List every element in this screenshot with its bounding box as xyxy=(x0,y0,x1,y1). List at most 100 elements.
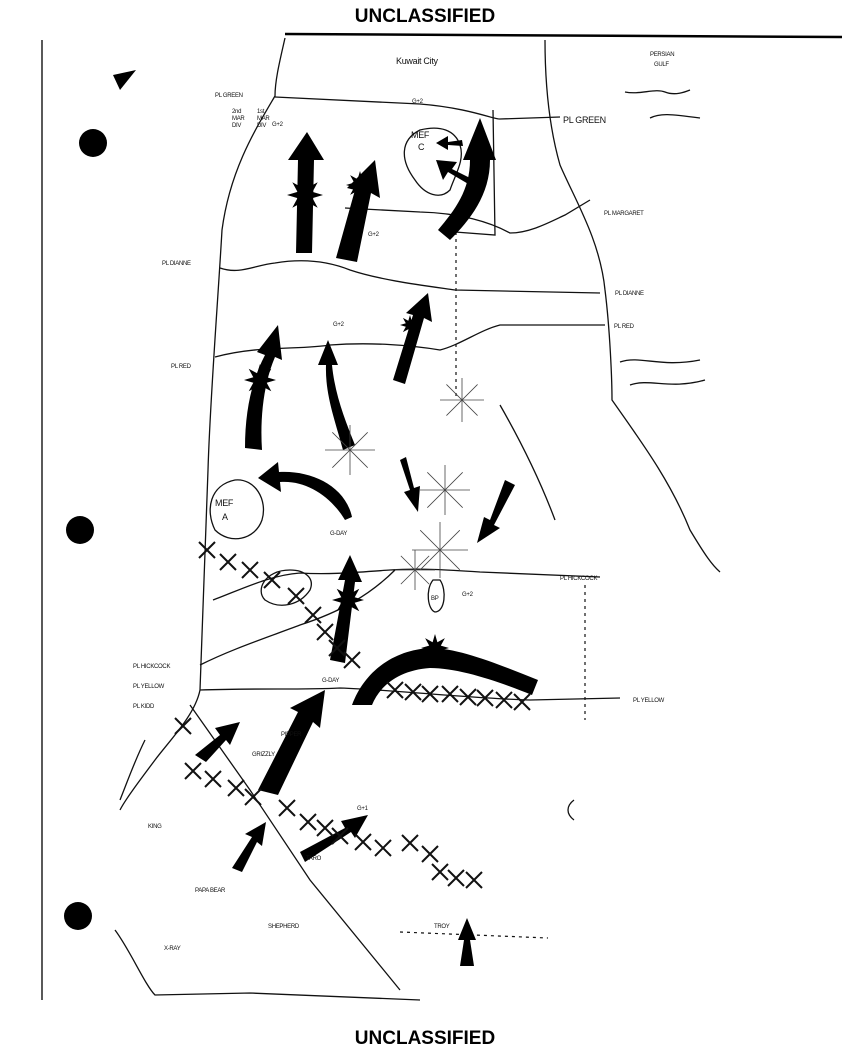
bracket-mark xyxy=(567,799,575,821)
scan-artifact xyxy=(113,70,136,90)
timing-g2: G+2 xyxy=(462,592,474,598)
obstacle-x-icon xyxy=(316,819,334,837)
unit-mef-c: MEF xyxy=(411,130,430,140)
phase-line-margaret xyxy=(344,199,591,234)
pl-margaret: PL MARGARET xyxy=(604,211,644,217)
contact-burst-icon xyxy=(244,364,276,396)
attack-arrow xyxy=(352,648,538,705)
obstacle-x-icon xyxy=(459,688,477,706)
pl-red-left: PL RED xyxy=(171,364,192,370)
timing-g2: G+2 xyxy=(368,232,380,238)
contact-burst-icon xyxy=(287,177,323,213)
obstacle-x-icon xyxy=(431,863,449,881)
unit-mef-a-letter: A xyxy=(222,512,228,522)
unit-mef-c-letter: C xyxy=(418,142,425,152)
obstacle-x-icon xyxy=(374,839,392,857)
obstacle-x-icon xyxy=(174,717,192,735)
unit-2nd-mar-div: 2nd MAR DIV xyxy=(232,109,246,129)
obstacle-x-icon xyxy=(343,651,361,669)
div-label: DIV xyxy=(257,123,266,129)
div-label: DIV xyxy=(232,123,241,129)
area-pipper: PIPPER xyxy=(281,732,302,738)
area-x-ray: X-RAY xyxy=(164,946,181,952)
obstacle-x-icon xyxy=(204,770,222,788)
obstacle-x-icon xyxy=(404,683,422,701)
contact-burst-icon xyxy=(400,315,420,335)
obstacle-x-icon xyxy=(513,693,531,711)
obstacle-x-icon xyxy=(421,685,439,703)
area-papa-bear: PAPA BEAR xyxy=(195,888,226,894)
contact-burst-icon xyxy=(332,584,364,616)
classification-banner-top: UNCLASSIFIED xyxy=(354,6,496,27)
border-south xyxy=(114,929,421,1001)
attack-arrow xyxy=(436,136,463,150)
obstacle-x-icon xyxy=(278,799,296,817)
phase-line-hickcock xyxy=(212,568,601,601)
obstacle-x-icon xyxy=(241,561,259,579)
timing-g2: G+2 xyxy=(412,99,424,105)
attack-arrow xyxy=(258,462,352,520)
obstacle-x-icon xyxy=(184,762,202,780)
pl-dianne-left: PL DIANNE xyxy=(162,261,191,267)
attack-arrow xyxy=(195,722,240,762)
unit-1st-mar-div: 1st MAR DIV xyxy=(257,109,271,129)
binder-hole-icon xyxy=(64,902,92,930)
unit-bp: BP xyxy=(431,596,439,602)
contact-burst-icon xyxy=(421,634,449,662)
boundary-bp xyxy=(427,579,445,613)
obstacle-x-icon xyxy=(299,813,317,831)
area-taro: TARO xyxy=(306,856,322,862)
div-label: 1st xyxy=(257,109,265,115)
attack-arrow xyxy=(438,118,496,240)
fire-support-marks xyxy=(325,378,484,590)
obstacle-x-icon xyxy=(386,681,404,699)
pl-red-right: PL RED xyxy=(614,324,635,330)
obstacle-belts xyxy=(174,541,531,889)
boundary-mef-c xyxy=(403,127,462,196)
border-southeast xyxy=(189,704,401,991)
label-kuwait-city: Kuwait City xyxy=(396,56,439,66)
border-west xyxy=(119,37,286,811)
attack-arrow xyxy=(300,815,368,862)
label-persian-gulf: PERSIAN xyxy=(650,52,674,58)
label-persian-gulf-2: GULF xyxy=(654,62,669,68)
dashed-road xyxy=(499,404,556,521)
water-wave-icon xyxy=(619,359,706,386)
obstacle-x-icon xyxy=(287,587,305,605)
classification-banner-bottom: UNCLASSIFIED xyxy=(354,1028,496,1049)
obstacle-x-icon xyxy=(495,691,513,709)
obstacle-x-icon xyxy=(316,623,334,641)
binder-hole-icon xyxy=(66,516,94,544)
obstacle-x-icon xyxy=(263,571,281,589)
boundary-box xyxy=(454,109,496,236)
timing-gday: G-DAY xyxy=(322,678,339,684)
water-wave-icon xyxy=(624,89,691,95)
area-king: KING xyxy=(148,824,162,830)
phase-line-mid xyxy=(199,569,396,666)
timing-g1: G+1 xyxy=(357,806,369,812)
pl-kidd: PL KIDD xyxy=(133,704,155,710)
area-shepherd: SHEPHERD xyxy=(268,924,300,930)
binder-hole-icon xyxy=(79,129,107,157)
attack-arrow xyxy=(258,690,325,795)
fire-support-cross-icon xyxy=(420,465,470,515)
area-grizzly: GRIZZLY xyxy=(252,752,275,758)
obstacle-x-icon xyxy=(421,845,439,863)
phase-line-green xyxy=(274,96,561,120)
pl-hickcock-left: PL HICKCOCK xyxy=(133,664,170,670)
area-troy: TROY xyxy=(434,924,450,930)
water-wave-icon xyxy=(649,113,701,119)
attack-arrow xyxy=(232,822,266,872)
timing-g2: G+2 xyxy=(272,122,284,128)
attack-arrow xyxy=(400,457,420,512)
attack-arrow xyxy=(318,340,355,450)
obstacle-x-icon xyxy=(331,827,349,845)
pl-yellow-right: PL YELLOW xyxy=(633,698,665,704)
div-label: MAR xyxy=(232,116,245,122)
obstacle-x-icon xyxy=(354,833,372,851)
obstacle-x-icon xyxy=(328,639,346,657)
attack-arrow xyxy=(336,160,380,262)
boundary-objective xyxy=(260,569,312,606)
obstacle-x-icon xyxy=(447,869,465,887)
fire-support-cross-icon xyxy=(440,378,484,422)
